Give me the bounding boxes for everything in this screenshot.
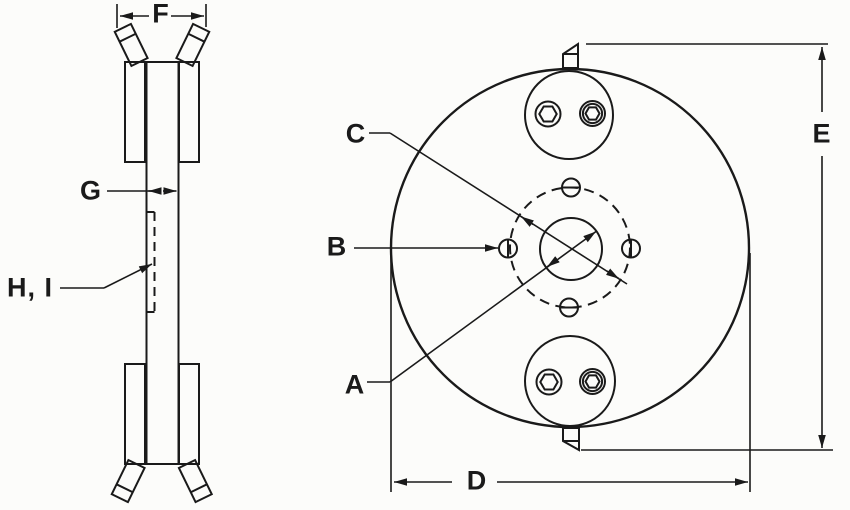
top-boss-bolts [534,100,606,128]
blade-tip-bottom-left [110,458,146,504]
label-e: E [812,118,832,149]
top-boss-circle [524,70,614,160]
label-h-i: H, I [6,272,54,303]
side-view [110,22,214,504]
dimension-lines [60,4,833,492]
dimension-d [390,253,751,492]
rim-tip-top [562,42,579,69]
bottom-boss-bolts [535,368,606,396]
boss-block-top-right [178,61,200,163]
leader-h-i [60,263,153,289]
dimension-c [369,132,628,285]
center-bore [539,217,603,281]
bottom-boss-circle [524,335,616,427]
label-d: D [466,465,488,496]
label-f: F [152,0,170,29]
blade-tip-top-right [175,22,211,68]
boss-block-top-left [124,61,146,163]
hex-bolt-icon [538,105,558,123]
dimension-a [367,230,597,383]
dimension-e [581,43,833,451]
label-c: C [345,118,367,149]
hex-bolt-icon [539,373,559,391]
dimension-f [116,4,207,28]
hex-bolt-icon [584,374,601,389]
label-g: G [79,175,103,206]
front-view [389,42,751,452]
blade-tip-top-left [113,22,149,68]
rim-tip-bottom [562,427,580,452]
label-a: A [344,369,366,400]
hidden-slot [146,211,156,313]
blade-tip-bottom-right [177,458,214,504]
boss-block-bottom-left [124,363,146,465]
label-b: B [326,231,348,262]
boss-block-bottom-right [178,363,200,465]
hex-bolt-icon [584,106,601,121]
